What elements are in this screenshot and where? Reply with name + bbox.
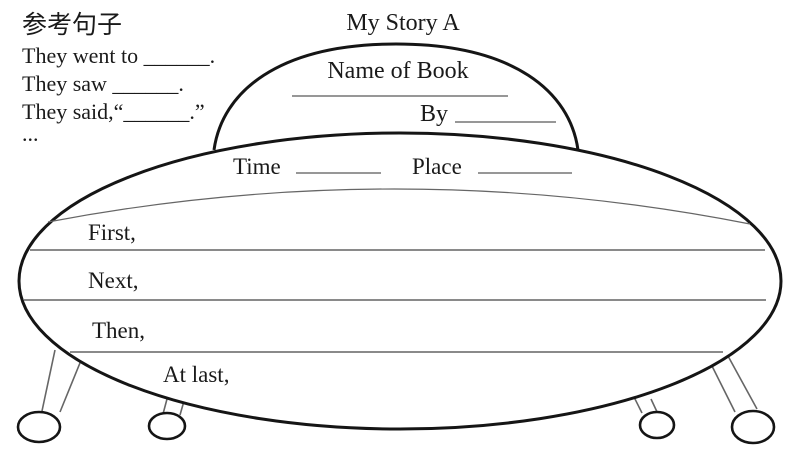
- reference-line-2: They saw ______.: [22, 71, 184, 96]
- landing-foot: [638, 410, 676, 440]
- reference-line-4: ...: [22, 121, 39, 146]
- reference-sentences-block: 参考句子 They went to ______. They saw _____…: [22, 11, 215, 146]
- reference-line-3: They said,“______.”: [22, 99, 205, 124]
- page-title: My Story A: [346, 10, 460, 36]
- saucer-outline: [17, 131, 783, 431]
- landing-leg-left-outer: [16, 349, 83, 444]
- landing-foot: [730, 409, 776, 445]
- by-label: By: [420, 101, 448, 127]
- leg-strut-line: [59, 357, 83, 413]
- landing-foot: [147, 411, 187, 441]
- leg-strut-line: [41, 349, 56, 412]
- place-label: Place: [412, 154, 462, 179]
- landing-foot: [16, 410, 62, 444]
- leg-strut-line: [727, 355, 758, 410]
- first-label: First,: [88, 220, 136, 245]
- dome-outline: [212, 42, 580, 151]
- reference-line-1: They went to ______.: [22, 43, 215, 68]
- time-label: Time: [233, 154, 281, 179]
- leg-strut-line: [162, 398, 168, 415]
- name-of-book-label: Name of Book: [327, 58, 468, 84]
- time-section-divider-arc: [47, 188, 751, 225]
- leg-strut-line: [709, 361, 736, 413]
- landing-leg-right-inner: [633, 396, 676, 440]
- landing-leg-right-outer: [709, 355, 776, 445]
- reference-heading: 参考句子: [22, 11, 122, 39]
- leg-strut-line: [633, 396, 643, 414]
- landing-leg-left-inner: [147, 398, 187, 441]
- at-last-label: At last,: [163, 362, 229, 387]
- next-label: Next,: [88, 268, 138, 293]
- then-label: Then,: [92, 318, 145, 343]
